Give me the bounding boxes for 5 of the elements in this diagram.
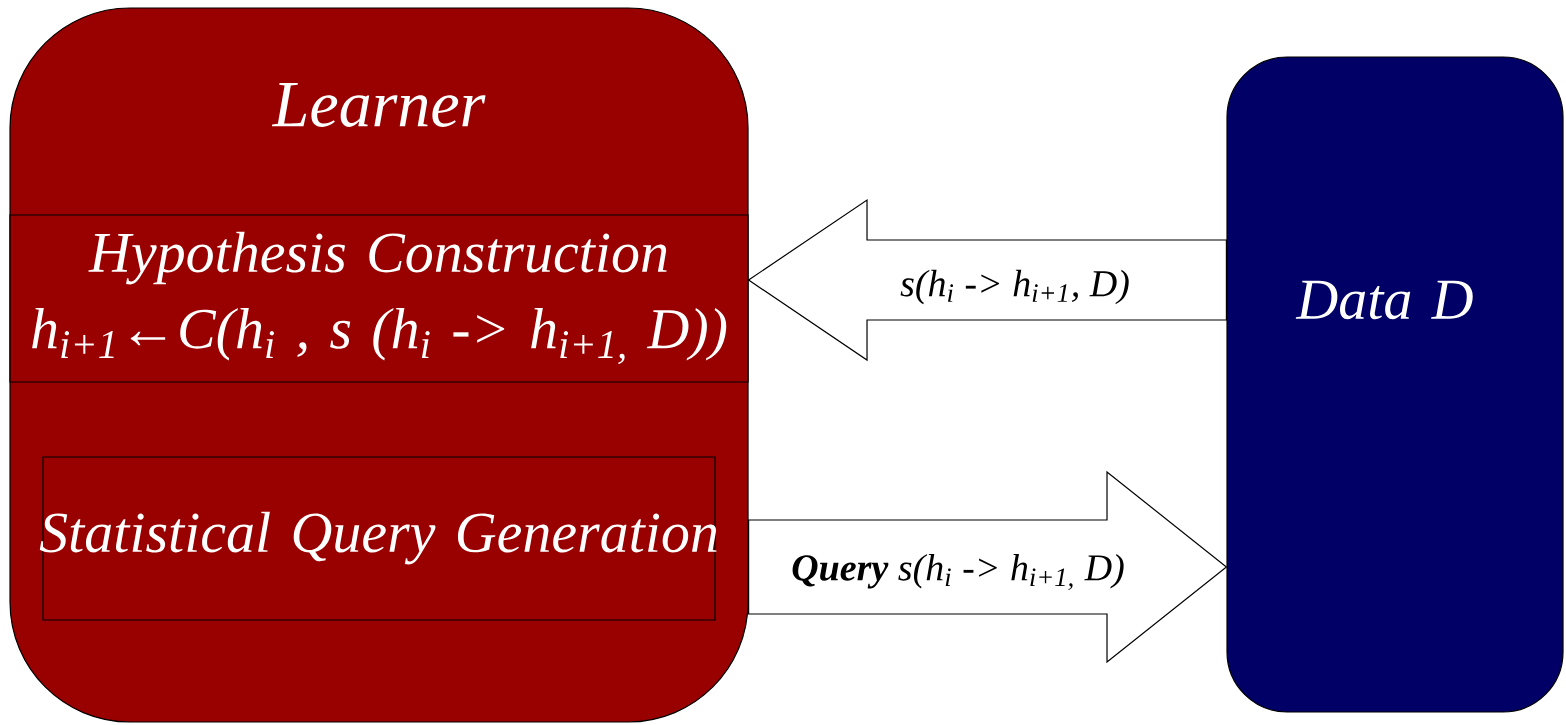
edge-label: Query s(h$_{i}$ -> h$_{i+1,}$ D) (789, 551, 1127, 593)
edge-label: s(h$_{i}$ -> h$_{i+1}$, D) (898, 267, 1132, 307)
process-band: Hypothesis Construction h$_{i+1}$←C(h$_{i}$ , s (h$_{i}$ -> h$_{i+1,}$ D)) (9, 214, 749, 383)
data-box: Data D (1226, 56, 1564, 713)
process-box: Statistical Query Generation (39, 456, 717, 621)
